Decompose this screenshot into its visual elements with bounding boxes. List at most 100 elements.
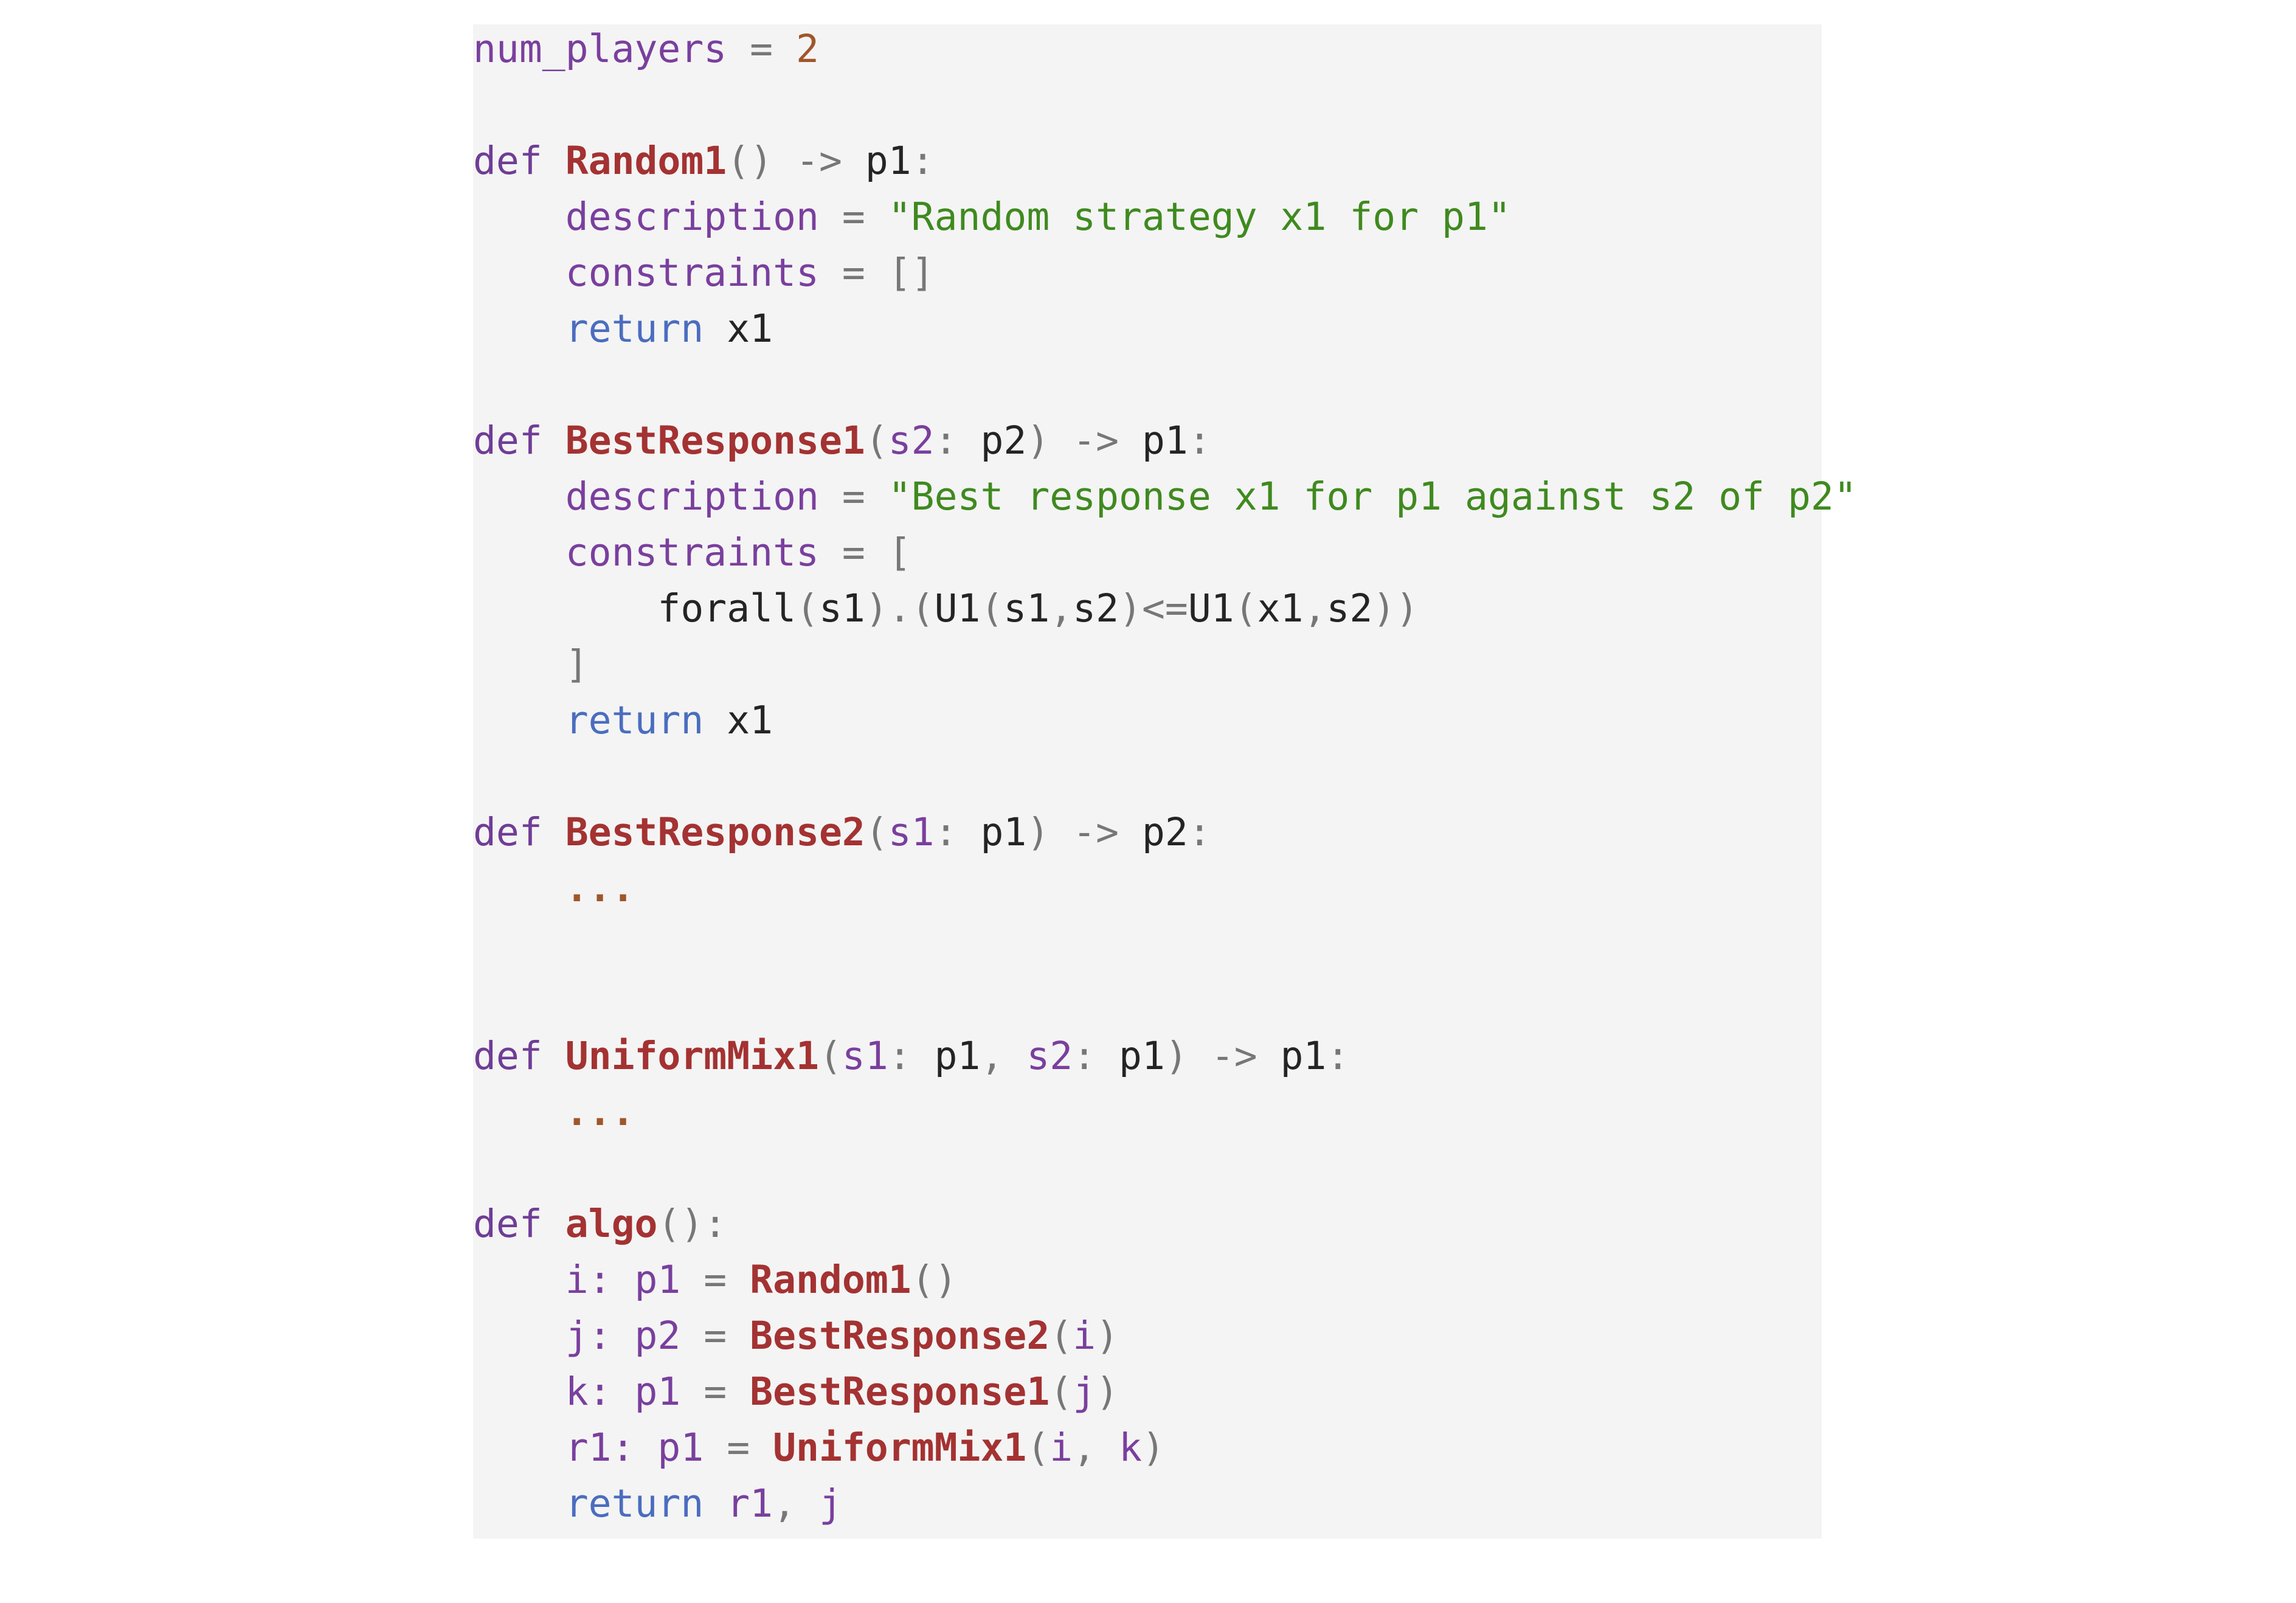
code-token: 2 xyxy=(796,27,819,71)
code-token: j: p2 xyxy=(473,1314,681,1358)
code-token: x1 xyxy=(704,698,773,743)
code-token: ).( xyxy=(865,586,935,631)
code-token: , xyxy=(1303,586,1327,631)
code-token: = xyxy=(680,1369,750,1414)
code-line: i: p1 = Random1() xyxy=(473,1252,958,1308)
code-token: ] xyxy=(473,642,589,687)
code-token: () xyxy=(727,139,773,183)
code-line: def BestResponse1(s2: p2) -> p1: xyxy=(473,413,1211,469)
code-token: )<= xyxy=(1119,586,1188,631)
code-token: = xyxy=(818,474,888,519)
code-token: : xyxy=(1188,810,1211,854)
code-token: i: p1 xyxy=(473,1258,681,1302)
code-token: : xyxy=(934,810,981,854)
code-token: ( xyxy=(1234,586,1257,631)
code-token: p1 xyxy=(1119,1034,1165,1078)
code-token: -> xyxy=(1049,418,1142,463)
code-token: s1 xyxy=(842,1034,888,1078)
code-token: s2 xyxy=(888,418,935,463)
code-token: p1 xyxy=(1141,418,1188,463)
code-token: def xyxy=(473,418,565,463)
code-token: s1 xyxy=(888,810,935,854)
code-token: def xyxy=(473,1202,565,1246)
code-token: -> xyxy=(1188,1034,1281,1078)
code-line: description = "Best response x1 for p1 a… xyxy=(473,469,1857,525)
code-line: constraints = [ xyxy=(473,525,911,581)
code-token: i xyxy=(1073,1314,1096,1358)
code-token: : xyxy=(1073,1034,1119,1078)
code-token: p2 xyxy=(1141,810,1188,854)
code-line: def algo(): xyxy=(473,1196,727,1252)
code-token: def xyxy=(473,1034,565,1078)
code-token: p1 xyxy=(934,1034,981,1078)
code-token: UniformMix1 xyxy=(565,1034,819,1078)
code-token: ( xyxy=(1026,1425,1050,1470)
code-token: "Random strategy x1 for p1" xyxy=(888,195,1511,239)
code-token: ... xyxy=(473,866,635,910)
code-line: def BestResponse2(s1: p1) -> p2: xyxy=(473,805,1211,860)
code-line: ... xyxy=(473,1084,635,1140)
code-token: , xyxy=(773,1481,819,1526)
code-token: U1 xyxy=(934,586,981,631)
code-token: "Best response x1 for p1 against s2 of p… xyxy=(888,474,1857,519)
code-line: num_players = 2 xyxy=(473,21,819,77)
code-token: ... xyxy=(473,1090,635,1134)
code-token: ( xyxy=(1049,1369,1073,1414)
code-token: def xyxy=(473,810,565,854)
code-token: k: p1 xyxy=(473,1369,681,1414)
code-token: BestResponse2 xyxy=(565,810,865,854)
code-token: constraints xyxy=(473,530,819,575)
code-token: -> xyxy=(1049,810,1142,854)
code-token: = xyxy=(680,1258,750,1302)
code-token: num_players xyxy=(473,27,727,71)
code-token: = xyxy=(680,1314,750,1358)
code-token: ) xyxy=(1142,1425,1165,1470)
code-line: def UniformMix1(s1: p1, s2: p1) -> p1: xyxy=(473,1028,1349,1084)
code-token: def xyxy=(473,139,565,183)
code-token: = xyxy=(818,195,888,239)
code-line: ... xyxy=(473,860,635,916)
code-token: p1 xyxy=(980,810,1027,854)
code-token: p1 xyxy=(1280,1034,1327,1078)
code-token: , xyxy=(1073,1425,1119,1470)
code-line: return x1 xyxy=(473,301,773,357)
code-line: k: p1 = BestResponse1(j) xyxy=(473,1364,1119,1420)
code-token: )) xyxy=(1372,586,1419,631)
code-token: = xyxy=(727,27,797,71)
code-line: return r1, j xyxy=(473,1476,842,1532)
code-token: BestResponse1 xyxy=(565,418,865,463)
code-token: Random1 xyxy=(750,1258,911,1302)
code-token: constraints xyxy=(473,251,819,295)
code-token: s2 xyxy=(1026,1034,1073,1078)
code-line: ] xyxy=(473,637,589,693)
code-token: UniformMix1 xyxy=(773,1425,1027,1470)
code-token: U1 xyxy=(1188,586,1234,631)
code-token: ) xyxy=(1026,418,1050,463)
code-token: : xyxy=(1326,1034,1350,1078)
code-token: x1 xyxy=(704,306,773,351)
code-token: , xyxy=(1049,586,1073,631)
code-token: s2 xyxy=(1326,586,1373,631)
code-token: Random1 xyxy=(565,139,727,183)
code-token: = xyxy=(818,530,888,575)
code-token: ( xyxy=(796,586,819,631)
code-token: -> xyxy=(773,139,865,183)
code-token: ) xyxy=(1164,1034,1188,1078)
code-token: s1 xyxy=(1003,586,1050,631)
code-token: = xyxy=(818,251,888,295)
code-token: ( xyxy=(818,1034,842,1078)
code-token: [] xyxy=(888,251,935,295)
code-line: r1: p1 = UniformMix1(i, k) xyxy=(473,1420,1165,1476)
code-token: forall xyxy=(473,586,797,631)
code-line: def Random1() -> p1: xyxy=(473,133,935,189)
code-token: : xyxy=(911,139,935,183)
code-line: constraints = [] xyxy=(473,245,935,301)
code-token: r1 xyxy=(704,1481,773,1526)
code-token: return xyxy=(473,698,704,743)
code-token: , xyxy=(980,1034,1027,1078)
code-line: description = "Random strategy x1 for p1… xyxy=(473,189,1511,245)
code-token: ) xyxy=(1096,1369,1119,1414)
code-token: return xyxy=(473,306,704,351)
code-token: [ xyxy=(888,530,911,575)
